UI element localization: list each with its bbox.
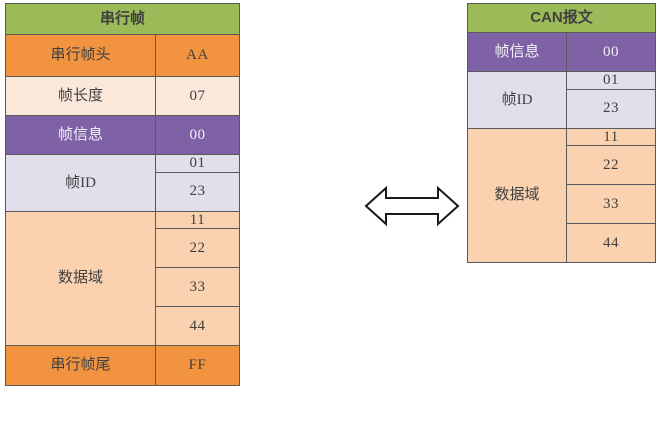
table-row: 数据域 11 bbox=[5, 210, 241, 346]
can-data-field-byte-2: 33 bbox=[566, 184, 656, 224]
frame-id-value-high: 01 bbox=[154, 154, 241, 173]
table-row: 帧信息 00 bbox=[5, 115, 241, 155]
can-frame-id-value-high: 01 bbox=[566, 71, 656, 90]
can-frame-info-value: 00 bbox=[566, 32, 656, 72]
table-row: 23 bbox=[6, 171, 241, 212]
serial-frame-header-label: 串行帧头 bbox=[5, 34, 156, 77]
table-row: 帧ID 01 bbox=[467, 71, 656, 129]
table-row: 33 bbox=[468, 184, 656, 224]
serial-frame-tail-value: FF bbox=[154, 345, 241, 386]
table-row: 帧信息 00 bbox=[467, 32, 656, 72]
frame-id-label: 帧ID bbox=[5, 154, 156, 212]
can-data-field-byte-1: 22 bbox=[566, 145, 656, 185]
can-frame-id-label: 帧ID bbox=[467, 71, 567, 129]
double-headed-arrow-svg bbox=[364, 185, 460, 227]
table-row: 22 bbox=[468, 145, 656, 185]
can-frame-id-value-low: 23 bbox=[566, 88, 656, 129]
serial-frame-table: 串行帧 串行帧头 AA 帧长度 07 帧信息 00 帧ID 01 23 bbox=[4, 3, 241, 386]
data-field-byte-0: 11 bbox=[154, 210, 241, 229]
serial-frame-title: 串行帧 bbox=[4, 3, 241, 35]
double-headed-arrow-icon bbox=[362, 182, 462, 230]
can-data-field-label: 数据域 bbox=[467, 127, 567, 263]
table-row: 22 bbox=[6, 228, 241, 268]
can-message-title: CAN报文 bbox=[467, 3, 656, 33]
frame-length-value: 07 bbox=[154, 76, 241, 116]
table-row: CAN报文 bbox=[467, 3, 656, 33]
data-field-label: 数据域 bbox=[5, 210, 156, 346]
table-row: 帧ID 01 bbox=[5, 154, 241, 212]
can-message-table: CAN报文 帧信息 00 帧ID 01 23 数据域 11 22 33 bbox=[467, 3, 656, 263]
table-row: 44 bbox=[468, 223, 656, 263]
table-row: 23 bbox=[468, 88, 656, 129]
table-row: 数据域 11 bbox=[467, 127, 656, 263]
data-field-byte-1: 22 bbox=[154, 228, 241, 268]
frame-info-label: 帧信息 bbox=[5, 115, 156, 155]
table-row: 串行帧头 AA bbox=[5, 34, 241, 77]
table-row: 串行帧尾 FF bbox=[5, 345, 241, 386]
frame-info-value: 00 bbox=[154, 115, 241, 155]
can-frame-info-label: 帧信息 bbox=[467, 32, 567, 72]
table-row: 帧长度 07 bbox=[5, 76, 241, 116]
data-field-byte-2: 33 bbox=[154, 267, 241, 307]
serial-frame-tail-label: 串行帧尾 bbox=[5, 345, 156, 386]
serial-frame-header-value: AA bbox=[154, 34, 241, 77]
can-data-field-byte-3: 44 bbox=[566, 223, 656, 263]
data-field-byte-3: 44 bbox=[154, 306, 241, 346]
can-data-field-byte-0: 11 bbox=[566, 127, 656, 146]
frame-length-label: 帧长度 bbox=[5, 76, 156, 116]
table-row: 44 bbox=[6, 306, 241, 346]
frame-id-value-low: 23 bbox=[154, 171, 241, 212]
table-row: 串行帧 bbox=[4, 3, 241, 35]
